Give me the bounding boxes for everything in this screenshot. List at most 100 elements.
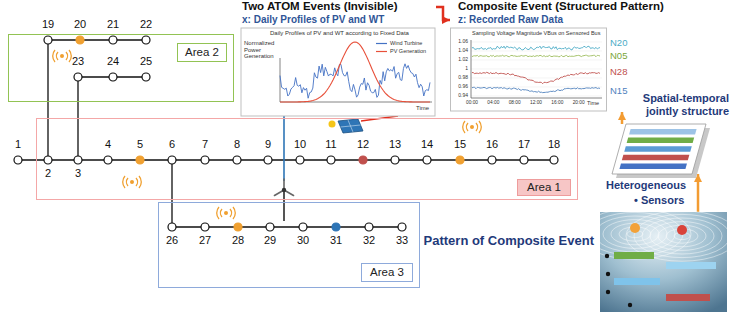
bus-number: 8 — [234, 138, 240, 151]
area-region: Area 1 — [36, 118, 578, 200]
legend-text: PV Generation — [390, 48, 426, 54]
grid-line — [471, 51, 602, 52]
sensor-note: Heterogeneous — [606, 179, 686, 192]
structure-arrow — [621, 112, 624, 124]
tick-label: 08:00 — [509, 100, 521, 106]
sensor-wave — [66, 52, 68, 60]
ripple-drawing — [600, 212, 727, 312]
ripple-ring — [642, 218, 722, 254]
sensor-wave — [126, 178, 128, 186]
event-heading: Two ATOM Events (Invisible) — [242, 0, 397, 13]
bus-number: 11 — [325, 138, 336, 151]
bus-number: 14 — [421, 138, 433, 151]
bus-node — [365, 223, 373, 231]
bus-number: 32 — [363, 234, 375, 247]
sensor-point — [606, 272, 610, 276]
bus-node — [109, 36, 117, 44]
ripple-ring — [579, 209, 691, 259]
bus-node — [142, 36, 150, 44]
bus-node — [136, 156, 144, 164]
bus-node — [104, 156, 112, 164]
pattern-bar — [614, 278, 660, 285]
bus-node — [168, 156, 176, 164]
bus-node — [76, 36, 84, 44]
series-label: N28 — [610, 67, 627, 78]
bus-number: 9 — [265, 138, 271, 151]
chart-frame — [451, 28, 607, 111]
tick-label: 0.98 — [451, 75, 468, 81]
tick-label: 00:00 — [466, 100, 478, 106]
tick-label: 1 — [451, 66, 468, 72]
wind-turbine-icon — [274, 116, 293, 221]
bus-node — [327, 156, 335, 164]
event-subheading: x: Daily Profiles of PV and WT — [242, 14, 384, 26]
bus-number: 33 — [396, 234, 408, 247]
sensor-wave — [123, 176, 125, 188]
voltage-curve — [472, 87, 600, 92]
bus-number: 31 — [330, 234, 342, 247]
grid-line — [471, 78, 602, 79]
bus-node — [391, 156, 399, 164]
grid-line — [471, 69, 602, 70]
bus-node — [266, 223, 274, 231]
bus-number: 1 — [15, 138, 21, 151]
bus-number: 13 — [389, 138, 401, 151]
sensor-dot — [470, 125, 474, 129]
sensor-symbol — [53, 50, 72, 62]
voltage-curve — [472, 46, 600, 50]
feeder-line — [172, 160, 402, 227]
bus-number: 21 — [107, 18, 119, 31]
series-label: N05 — [610, 51, 627, 62]
bus-number: 5 — [137, 138, 143, 151]
tick-label: 0.96 — [451, 84, 468, 90]
area-region: Area 2 — [8, 34, 234, 102]
tick-label: 04:00 — [487, 100, 499, 106]
bus-node — [44, 156, 52, 164]
chart-axis — [471, 40, 602, 98]
grid-line — [471, 60, 602, 61]
bus-number: 27 — [199, 234, 211, 247]
sensor-symbol — [463, 121, 482, 133]
bus-number: 29 — [264, 234, 276, 247]
sensor-wave — [217, 207, 219, 219]
pv-panel — [338, 119, 363, 133]
bus-node — [168, 223, 176, 231]
bus-number: 15 — [454, 138, 466, 151]
sensor-wave — [139, 176, 141, 188]
series-label: N20 — [610, 38, 627, 49]
ripple-ring — [658, 225, 706, 247]
structure-bar — [624, 146, 692, 152]
chart-axis — [280, 58, 432, 102]
bus-node — [359, 156, 367, 164]
sensor-note: • Sensors — [634, 194, 684, 207]
sensing-arrow — [697, 174, 700, 212]
bus-number: 6 — [169, 138, 175, 151]
chart-title: Sampling Voltage Magnitude VBus on Senso… — [472, 30, 600, 36]
tick-label: 1.02 — [451, 57, 468, 63]
bus-node — [109, 73, 117, 81]
image-caption: Pattern of Composite Event — [424, 234, 594, 249]
sensor-wave — [220, 209, 222, 217]
bus-node — [332, 223, 340, 231]
pattern-bar — [666, 294, 710, 301]
series-label: N15 — [610, 86, 627, 97]
bus-node — [296, 156, 304, 164]
chart-frame — [241, 28, 435, 116]
bus-node — [233, 156, 241, 164]
bus-node — [74, 73, 82, 81]
bus-node — [142, 73, 150, 81]
sensor-symbol — [123, 176, 142, 188]
sensor-point — [606, 290, 610, 294]
bus-number: 26 — [166, 234, 178, 247]
bus-number: 10 — [294, 138, 306, 151]
structure-drawing — [612, 124, 706, 174]
sensor-dot — [60, 54, 64, 58]
sensor-dot — [224, 211, 228, 215]
bus-node — [550, 156, 558, 164]
bus-node — [201, 156, 209, 164]
axis-title: Normalized Power Generation — [244, 40, 278, 60]
grid-line — [471, 96, 602, 97]
tick-label: 0.94 — [451, 93, 468, 99]
structure-panel — [612, 124, 706, 174]
bus-number: 20 — [74, 18, 86, 31]
